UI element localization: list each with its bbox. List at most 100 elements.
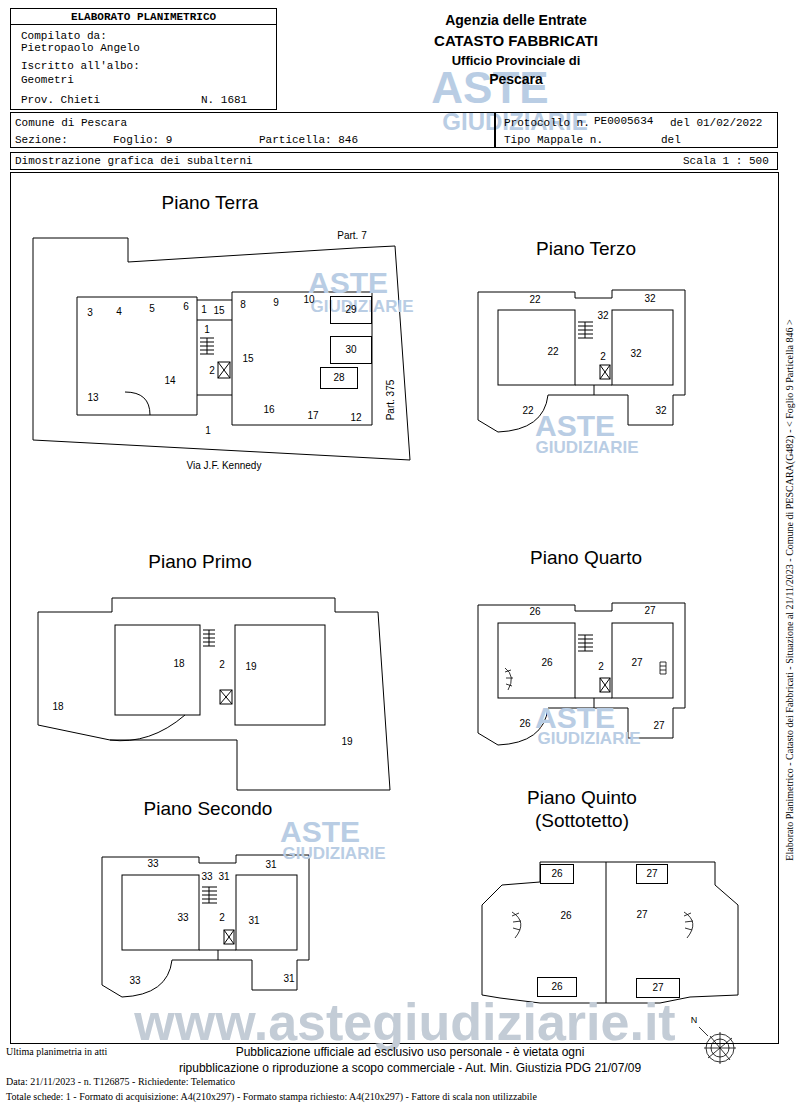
dimostrazione-box: Dimostrazione grafica dei subalterni Scal… (10, 152, 778, 170)
room-box: 27 (636, 978, 680, 998)
header-text: Scala 1 : 500 (683, 156, 769, 167)
subalterno-number: 18 (52, 702, 63, 712)
subalterno-number: N (691, 1016, 698, 1025)
header-text: Foglio: 9 (113, 135, 172, 146)
subalterno-number: 4 (116, 307, 122, 317)
subalterno-number: 2 (600, 352, 606, 362)
subalterno-number: 5 (149, 304, 155, 314)
watermark: GIUDIZIARIE (283, 845, 386, 862)
subalterno-number: 16 (263, 405, 274, 415)
subalterno-number: 27 (631, 658, 642, 668)
subalterno-number: 31 (265, 860, 276, 870)
room-box: 27 (636, 864, 668, 884)
header-text: Geometri (21, 75, 74, 86)
header-text: Iscritto all'albo: (21, 61, 140, 72)
watermark: GIUDIZIARIE (311, 298, 414, 315)
header-text: N. 1681 (201, 95, 247, 106)
subalterno-number: 27 (644, 606, 655, 616)
note-text: CATASTO FABBRICATI (434, 33, 598, 48)
piano-secondo-plan (102, 855, 309, 997)
watermark: GIUDIZIARIE (536, 439, 639, 456)
subalterno-number: 1 (201, 305, 207, 315)
subalterno-number: 19 (341, 737, 352, 747)
piano-terra-plan (33, 238, 410, 460)
subalterno-number: 14 (164, 376, 175, 386)
subalterno-number: 31 (283, 974, 294, 984)
header-text: Dimostrazione grafica dei subalterni (15, 156, 253, 167)
header-text: Prov. Chieti (21, 95, 100, 106)
subalterno-number: 26 (529, 607, 540, 617)
note-text: Data: 21/11/2023 - n. T126875 - Richiede… (6, 1077, 235, 1087)
note-text: ripubblicazione o riproduzione a scopo c… (179, 1062, 641, 1074)
subalterno-number: 1 (204, 325, 210, 335)
subalterno-number: 27 (636, 910, 647, 920)
room-box: 30 (330, 336, 372, 364)
room-box: 29 (330, 296, 372, 324)
subalterno-number: 29 (345, 305, 356, 315)
floor-title: Piano Primo (148, 552, 252, 571)
subalterno-number: 1 (205, 426, 211, 436)
note-text: Via J.F. Kennedy (187, 461, 262, 471)
subalterno-number: 28 (333, 373, 344, 383)
note-text: Part. 375 (386, 380, 396, 421)
subalterno-number: 9 (273, 298, 279, 308)
note-text: Ultima planimetria in atti (6, 1047, 107, 1057)
subalterno-number: 8 (240, 300, 246, 310)
note-text: Pescara (489, 72, 543, 86)
subalterno-number: 18 (173, 659, 184, 669)
subalterno-number: 12 (350, 413, 361, 423)
watermark: ASTE (535, 411, 615, 441)
note-text: Part. 7 (337, 231, 366, 241)
subalterno-number: 27 (646, 869, 657, 879)
subalterno-number: 17 (307, 411, 318, 421)
subalterno-number: 26 (519, 719, 530, 729)
watermark: ASTE (308, 268, 388, 298)
subalterno-number: 3 (87, 308, 93, 318)
header-text: Comune di Pescara (15, 118, 127, 129)
watermark: ASTE (280, 817, 360, 847)
subalterno-number: 30 (345, 345, 356, 355)
subalterno-number: 32 (644, 294, 655, 304)
subalterno-number: 13 (87, 393, 98, 403)
subalterno-number: 31 (248, 916, 259, 926)
watermark: GIUDIZIARIE (538, 730, 641, 747)
piano-quinto-plan (482, 862, 738, 1003)
floor-title: Piano Quinto (Sottotetto) (502, 787, 662, 833)
floor-title: Piano Quarto (530, 548, 642, 567)
piano-quarto-plan (478, 603, 685, 745)
protocollo-box: Protocollo n.PE0005634del 01/02/2022Tipo… (495, 112, 778, 148)
header-text: Sezione: (15, 135, 68, 146)
subalterno-number: 32 (630, 349, 641, 359)
note-text: Agenzia delle Entrate (445, 13, 587, 27)
watermark: ASTE (535, 703, 615, 733)
note-text: Totale schede: 1 - Formato di acquisizio… (6, 1092, 537, 1102)
subalterno-number: 33 (201, 872, 212, 882)
subalterno-number: 32 (597, 311, 608, 321)
sheet-frame (11, 173, 779, 1044)
subalterno-number: 32 (655, 406, 666, 416)
watermark: www.astegiudiziarie.it (134, 996, 675, 1048)
room-box: 28 (320, 367, 358, 389)
header-text: Compilato da: (21, 31, 107, 42)
room-box: 26 (537, 977, 577, 997)
subalterno-number: 26 (551, 869, 562, 879)
floor-title: Piano Terzo (536, 239, 636, 258)
subalterno-number: 33 (147, 859, 158, 869)
comune-box: Comune di PescaraSezione:Foglio: 9Partic… (10, 112, 495, 148)
header-text: Protocollo n. (504, 118, 590, 129)
header-text: del 01/02/2022 (670, 118, 762, 129)
subalterno-number: 26 (541, 658, 552, 668)
note-text: Pubblicazione ufficiale ad esclusivo uso… (236, 1046, 585, 1058)
floor-title: Piano Secondo (144, 799, 273, 818)
header-text: Tipo Mappale n. (504, 135, 603, 146)
header-box: ELABORATO PLANIMETRICOCompilato da:Pietr… (10, 8, 277, 110)
subalterno-number: 15 (213, 306, 224, 316)
subalterno-number: 33 (177, 913, 188, 923)
piano-primo-plan (38, 598, 390, 790)
header-text: Pietropaolo Angelo (21, 43, 140, 54)
subalterno-number: 27 (652, 983, 663, 993)
subalterno-number: 26 (560, 911, 571, 921)
header-text: del (661, 135, 681, 146)
subalterno-number: 2 (219, 660, 225, 670)
subalterno-number: 22 (529, 295, 540, 305)
